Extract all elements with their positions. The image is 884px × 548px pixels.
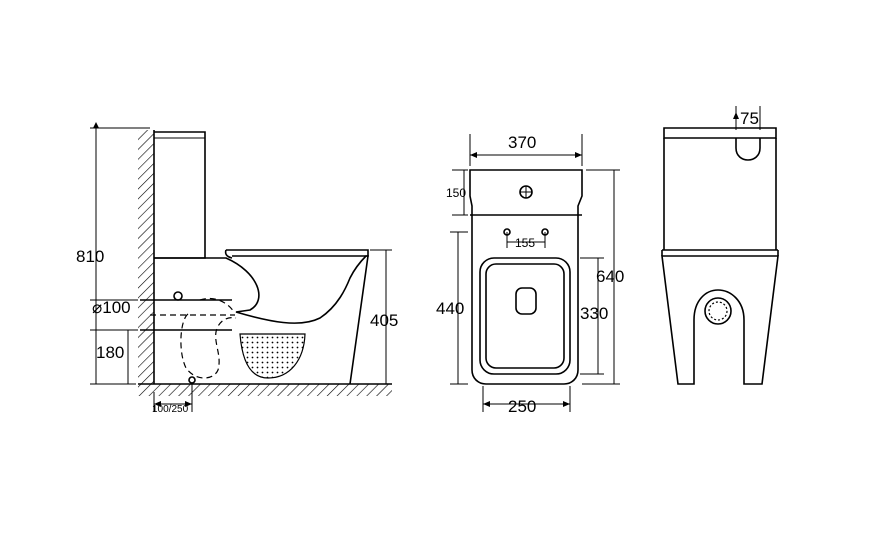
dim-button-offset: 75 [740,109,759,128]
dim-overall-length: 640 [596,267,624,286]
dim-base-width: 250 [508,397,536,416]
dim-hole-spacing: 155 [515,236,535,250]
dim-outlet-height: 180 [96,343,124,362]
top-bowl [479,257,571,375]
back-lid [663,127,777,139]
back-pedestal [661,255,779,385]
bowl-water [239,333,306,379]
wall-hatch [138,130,154,384]
top-outline [469,169,583,385]
top-view: 155 370 150 640 440 330 250 [436,133,624,416]
dim-opening-length: 330 [580,304,608,323]
button-recess [735,138,761,161]
trap-outline [180,313,237,379]
back-view: 75 [661,106,779,385]
dim-height-total: 810 [76,247,104,266]
back-tank [663,138,777,250]
dim-bowl-length: 440 [436,299,464,318]
side-view: 810 ⌀100 180 405 100/250 [76,122,398,415]
dim-seat-height: 405 [370,311,398,330]
drain-opening [515,287,537,315]
dim-tank-depth: 150 [446,186,466,200]
floor-hatch [138,384,392,396]
dim-overall-width: 370 [508,133,536,152]
side-body [154,255,369,385]
back-outlet [704,297,732,325]
side-tank [154,131,206,259]
dim-wall-offset: 100/250 [152,404,189,415]
dim-outlet-diameter: ⌀100 [92,298,131,317]
side-seat [226,249,369,257]
